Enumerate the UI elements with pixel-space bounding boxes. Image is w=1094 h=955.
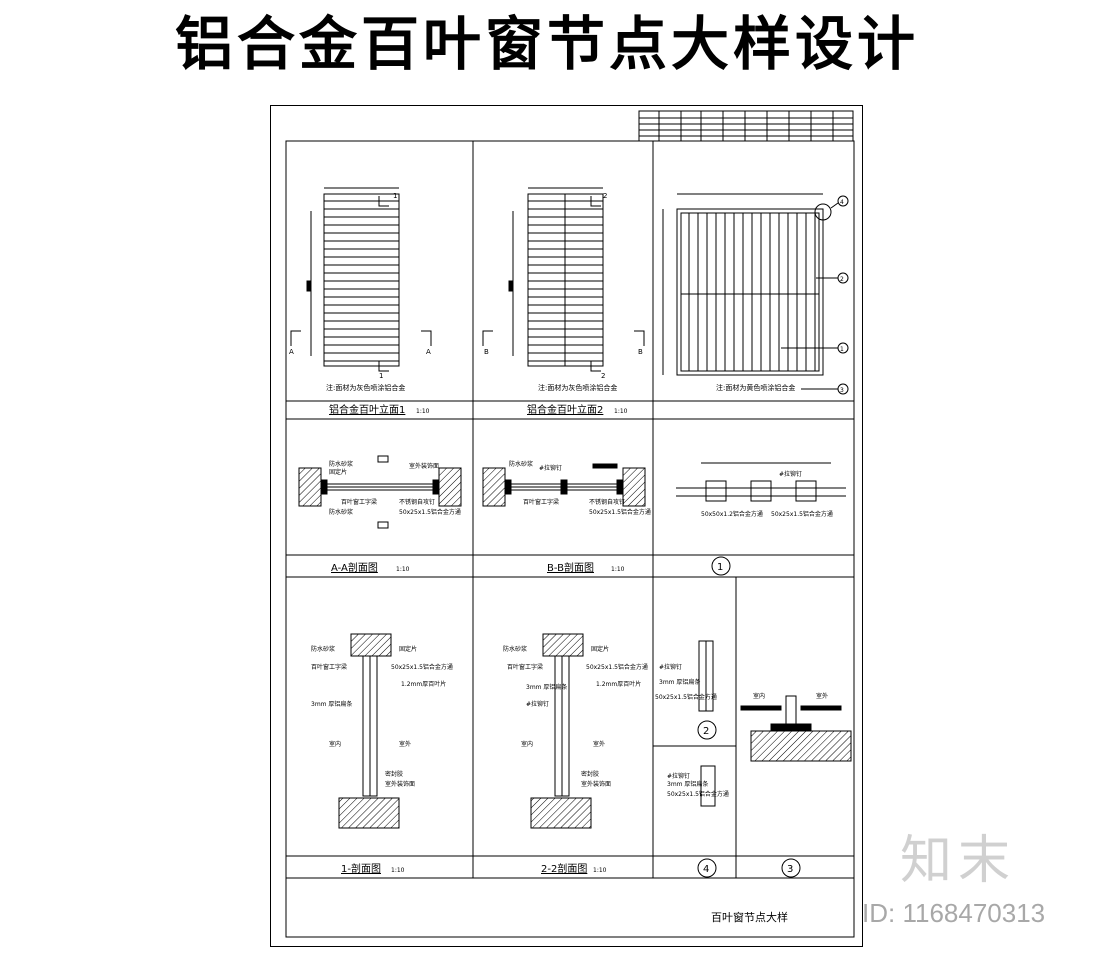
detail-mark-2: 2 <box>703 726 709 737</box>
scale-bb: 1:10 <box>611 566 625 573</box>
d2-label-1: #拉铆钉 <box>659 663 682 671</box>
mark-b-left: B <box>484 348 489 356</box>
elev2-note: 注:面材为灰色喷涂铝合金 <box>538 383 617 392</box>
elev3-note: 注:面材为黄色喷涂铝合金 <box>716 383 795 392</box>
cad-drawing: A A 1 1 注:面材为灰色喷涂铝合金 B B 2 2 注:面材为灰色喷涂铝合… <box>285 110 855 938</box>
detail-mark-1: 1 <box>717 562 723 573</box>
title-bb: B-B剖面图 <box>547 561 594 574</box>
aa-label-7: 50x25x1.5铝合金方通 <box>399 508 461 516</box>
scale-elev1: 1:10 <box>416 408 430 415</box>
mark-2-bottom: 2 <box>601 372 605 380</box>
s2-label-5: 1.2mm厚百叶片 <box>596 680 641 688</box>
aa-label-5: 防水砂浆 <box>329 508 353 516</box>
section-22: 防水砂浆 固定片 百叶窗工字梁 50x25x1.5铝合金方通 1.2mm厚百叶片… <box>503 633 648 829</box>
id-watermark: ID: 1168470313 <box>862 898 1046 928</box>
mark-a-left: A <box>289 348 294 356</box>
d4-label-3: 50x25x1.5铝合金方通 <box>667 790 729 798</box>
d1-label-3: #拉铆钉 <box>779 470 802 478</box>
s1-label-6: 3mm 厚铝扁条 <box>311 700 352 708</box>
mark-1-bottom: 1 <box>379 372 383 380</box>
s2-label-2: 固定片 <box>591 645 609 653</box>
s2-label-1: 防水砂浆 <box>503 645 527 653</box>
scale-elev2: 1:10 <box>614 408 628 415</box>
callout-3: 3 <box>840 387 844 394</box>
aa-label-1: 防水砂浆 <box>329 460 353 468</box>
detail-mark-3: 3 <box>787 864 793 875</box>
s2-label-4: 50x25x1.5铝合金方通 <box>586 663 648 671</box>
s2-label-7: #拉铆钉 <box>526 700 549 708</box>
aa-label-6: 室外装饰面 <box>409 462 439 470</box>
s1-label-8: 室外 <box>399 740 411 748</box>
s2-label-11: 室外装饰面 <box>581 780 611 788</box>
mark-1-top: 1 <box>393 192 397 200</box>
s1-label-4: 50x25x1.5铝合金方通 <box>391 663 453 671</box>
d2-label-2: 3mm 厚铝扁条 <box>659 678 700 686</box>
title-22: 2-2剖面图 <box>541 862 587 875</box>
scale-aa: 1:10 <box>396 566 410 573</box>
s1-label-5: 1.2mm厚百叶片 <box>401 680 446 688</box>
mark-b-right: B <box>638 348 643 356</box>
d2-label-3: 50x25x1.5铝合金方通 <box>655 693 717 701</box>
bb-label-1: 防水砂浆 <box>509 460 533 468</box>
callout-1: 1 <box>840 346 844 353</box>
elevation-1: A A 1 1 注:面材为灰色喷涂铝合金 <box>289 187 432 392</box>
s2-label-6: 3mm 厚铝扁条 <box>526 683 567 691</box>
sheet-title: 百叶窗节点大样 <box>711 910 788 924</box>
drawing-sheet: A A 1 1 注:面材为灰色喷涂铝合金 B B 2 2 注:面材为灰色喷涂铝合… <box>270 105 863 947</box>
s2-label-3: 百叶窗工字梁 <box>507 663 543 671</box>
title-block-table <box>638 110 854 142</box>
scale-22: 1:10 <box>593 867 607 874</box>
s1-label-7: 室内 <box>329 740 341 748</box>
detail-mark-4: 4 <box>703 864 709 875</box>
s1-label-2: 固定片 <box>399 645 417 653</box>
section-bb: 防水砂浆 #拉铆钉 百叶窗工字梁 不锈钢自攻钉 50x25x1.5铝合金方通 <box>482 460 651 516</box>
title-elev1: 铝合金百叶立面1 <box>329 403 405 416</box>
s1-label-3: 百叶窗工字梁 <box>311 663 347 671</box>
d4-label-2: 3mm 厚铝扁条 <box>667 780 708 788</box>
callout-2: 2 <box>840 276 844 283</box>
bb-label-5: 50x25x1.5铝合金方通 <box>589 508 651 516</box>
d3-label-2: 室外 <box>816 692 828 700</box>
s2-label-10: 密封胶 <box>581 770 599 778</box>
elevation-2: B B 2 2 注:面材为灰色喷涂铝合金 <box>482 187 645 392</box>
d3-label-1: 室内 <box>753 692 765 700</box>
brand-logo-watermark: 知末 <box>900 831 1017 891</box>
scale-11: 1:10 <box>391 867 405 874</box>
mark-2-top: 2 <box>603 192 607 200</box>
mark-a-right: A <box>426 348 431 356</box>
title-aa: A-A剖面图 <box>331 561 378 574</box>
s2-label-8: 室内 <box>521 740 533 748</box>
page-title: 铝合金百叶窗节点大样设计 <box>174 10 919 78</box>
detail-3: 室内 室外 <box>740 692 852 762</box>
detail-2: 2 #拉铆钉 3mm 厚铝扁条 50x25x1.5铝合金方通 <box>655 640 717 740</box>
aa-label-3: 百叶窗工字梁 <box>341 498 377 506</box>
elev1-note: 注:面材为灰色喷涂铝合金 <box>326 383 405 392</box>
bb-label-2: #拉铆钉 <box>539 464 562 472</box>
aa-label-4: 不锈钢自攻钉 <box>399 498 435 506</box>
s2-label-9: 室外 <box>593 740 605 748</box>
inner-frame <box>285 140 855 938</box>
d1-label-2: 50x25x1.5铝合金方通 <box>771 510 833 518</box>
detail-4: #拉铆钉 3mm 厚铝扁条 50x25x1.5铝合金方通 <box>667 765 729 807</box>
d1-label-1: 50x50x1.2铝合金方通 <box>701 510 763 518</box>
d4-label-1: #拉铆钉 <box>667 772 690 780</box>
section-11: 防水砂浆 固定片 百叶窗工字梁 50x25x1.5铝合金方通 1.2mm厚百叶片… <box>311 633 453 829</box>
s1-label-1: 防水砂浆 <box>311 645 335 653</box>
bb-label-4: 不锈钢自攻钉 <box>589 498 625 506</box>
title-11: 1-剖面图 <box>341 862 381 875</box>
section-aa: 防水砂浆 固定片 百叶窗工字梁 不锈钢自攻钉 防水砂浆 室外装饰面 50x25x… <box>298 455 462 529</box>
aa-label-2: 固定片 <box>329 468 347 476</box>
elevation-3: 4 2 1 3 注:面材为黄色喷涂铝合金 <box>662 193 849 395</box>
s1-label-9: 密封胶 <box>385 770 403 778</box>
bb-label-3: 百叶窗工字梁 <box>523 498 559 506</box>
detail-1: 50x50x1.2铝合金方通 50x25x1.5铝合金方通 #拉铆钉 <box>676 462 846 518</box>
callout-4: 4 <box>840 199 844 206</box>
title-elev2: 铝合金百叶立面2 <box>527 403 603 416</box>
s1-label-10: 室外装饰面 <box>385 780 415 788</box>
